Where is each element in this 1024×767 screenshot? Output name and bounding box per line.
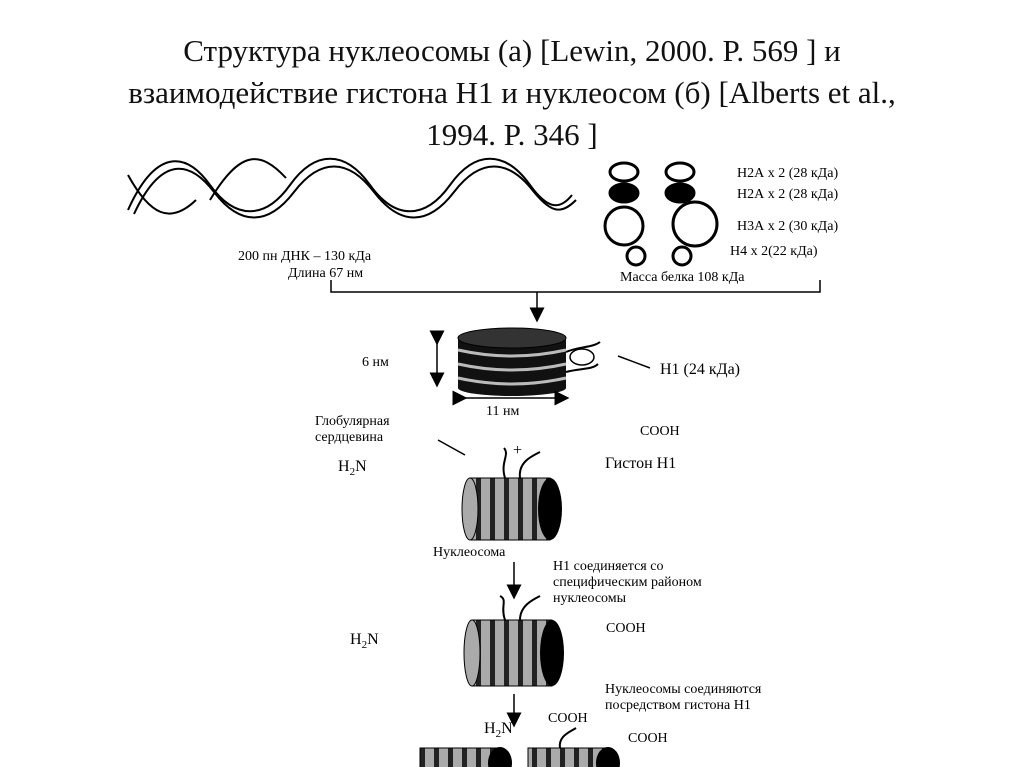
slide-title: Структура нуклеосомы (а) [Lewin, 2000. P…: [40, 30, 984, 156]
merge-bracket: [330, 280, 821, 323]
h2n-label-2: H2N: [350, 631, 379, 651]
histone-label-2: Н2А х 2 (28 кДа): [737, 187, 838, 202]
histone-label-1: Н2А х 2 (28 кДа): [737, 166, 838, 181]
histone-h1-label: Гистон Н1: [605, 455, 676, 472]
histone-octamer: [603, 161, 719, 267]
plus-sign: +: [513, 442, 522, 459]
title-line-1: Структура нуклеосомы (а) [Lewin, 2000. P…: [183, 33, 841, 68]
step2-line-1: Нуклеосомы соединяются: [605, 682, 762, 697]
dna-length-label-1: 200 пн ДНК – 130 кДа: [238, 249, 372, 264]
nucleosome-label: Нуклеосома: [433, 545, 506, 560]
histone-label-3: Н3А х 2 (30 кДа): [737, 219, 838, 234]
nucleosome-core-a: [457, 327, 601, 396]
nucleosome-b2: [463, 595, 564, 687]
title-line-2: взаимодействие гистона Н1 и нуклеосом (б…: [128, 75, 896, 110]
dna-length-label-2: Длина 67 нм: [288, 266, 363, 281]
h2n-label-1: H2N: [338, 458, 367, 478]
core-label-2: сердцевина: [315, 430, 384, 445]
step2-line-2: посредством гистона Н1: [605, 698, 751, 713]
nucleosome-pair: [419, 727, 620, 767]
step1-line-3: нуклеосомы: [553, 591, 627, 606]
height-label: 6 нм: [362, 355, 389, 370]
step1-line-1: Н1 соединяется со: [553, 559, 663, 574]
step1-line-2: специфическим районом: [553, 575, 702, 590]
cooh-label-4: СООН: [628, 731, 668, 746]
width-label: 11 нм: [486, 404, 519, 419]
core-label-1: Глобулярная: [315, 414, 390, 429]
cooh-label-1: СООН: [640, 424, 680, 439]
histone-label-4: Н4 х 2(22 кДа): [730, 244, 818, 259]
protein-mass-label: Масса белка 108 кДа: [620, 270, 745, 285]
dna-helix: [127, 157, 577, 219]
cooh-label-3: СООН: [548, 711, 588, 726]
nucleosome-b1: [461, 447, 562, 541]
dimension-arrows: [429, 330, 651, 406]
title-line-3: 1994. P. 346 ]: [426, 117, 598, 152]
h2n-label-3: H2N: [484, 720, 513, 740]
cooh-label-2: СООН: [606, 621, 646, 636]
h1-mass-label: Н1 (24 кДа): [660, 361, 740, 378]
